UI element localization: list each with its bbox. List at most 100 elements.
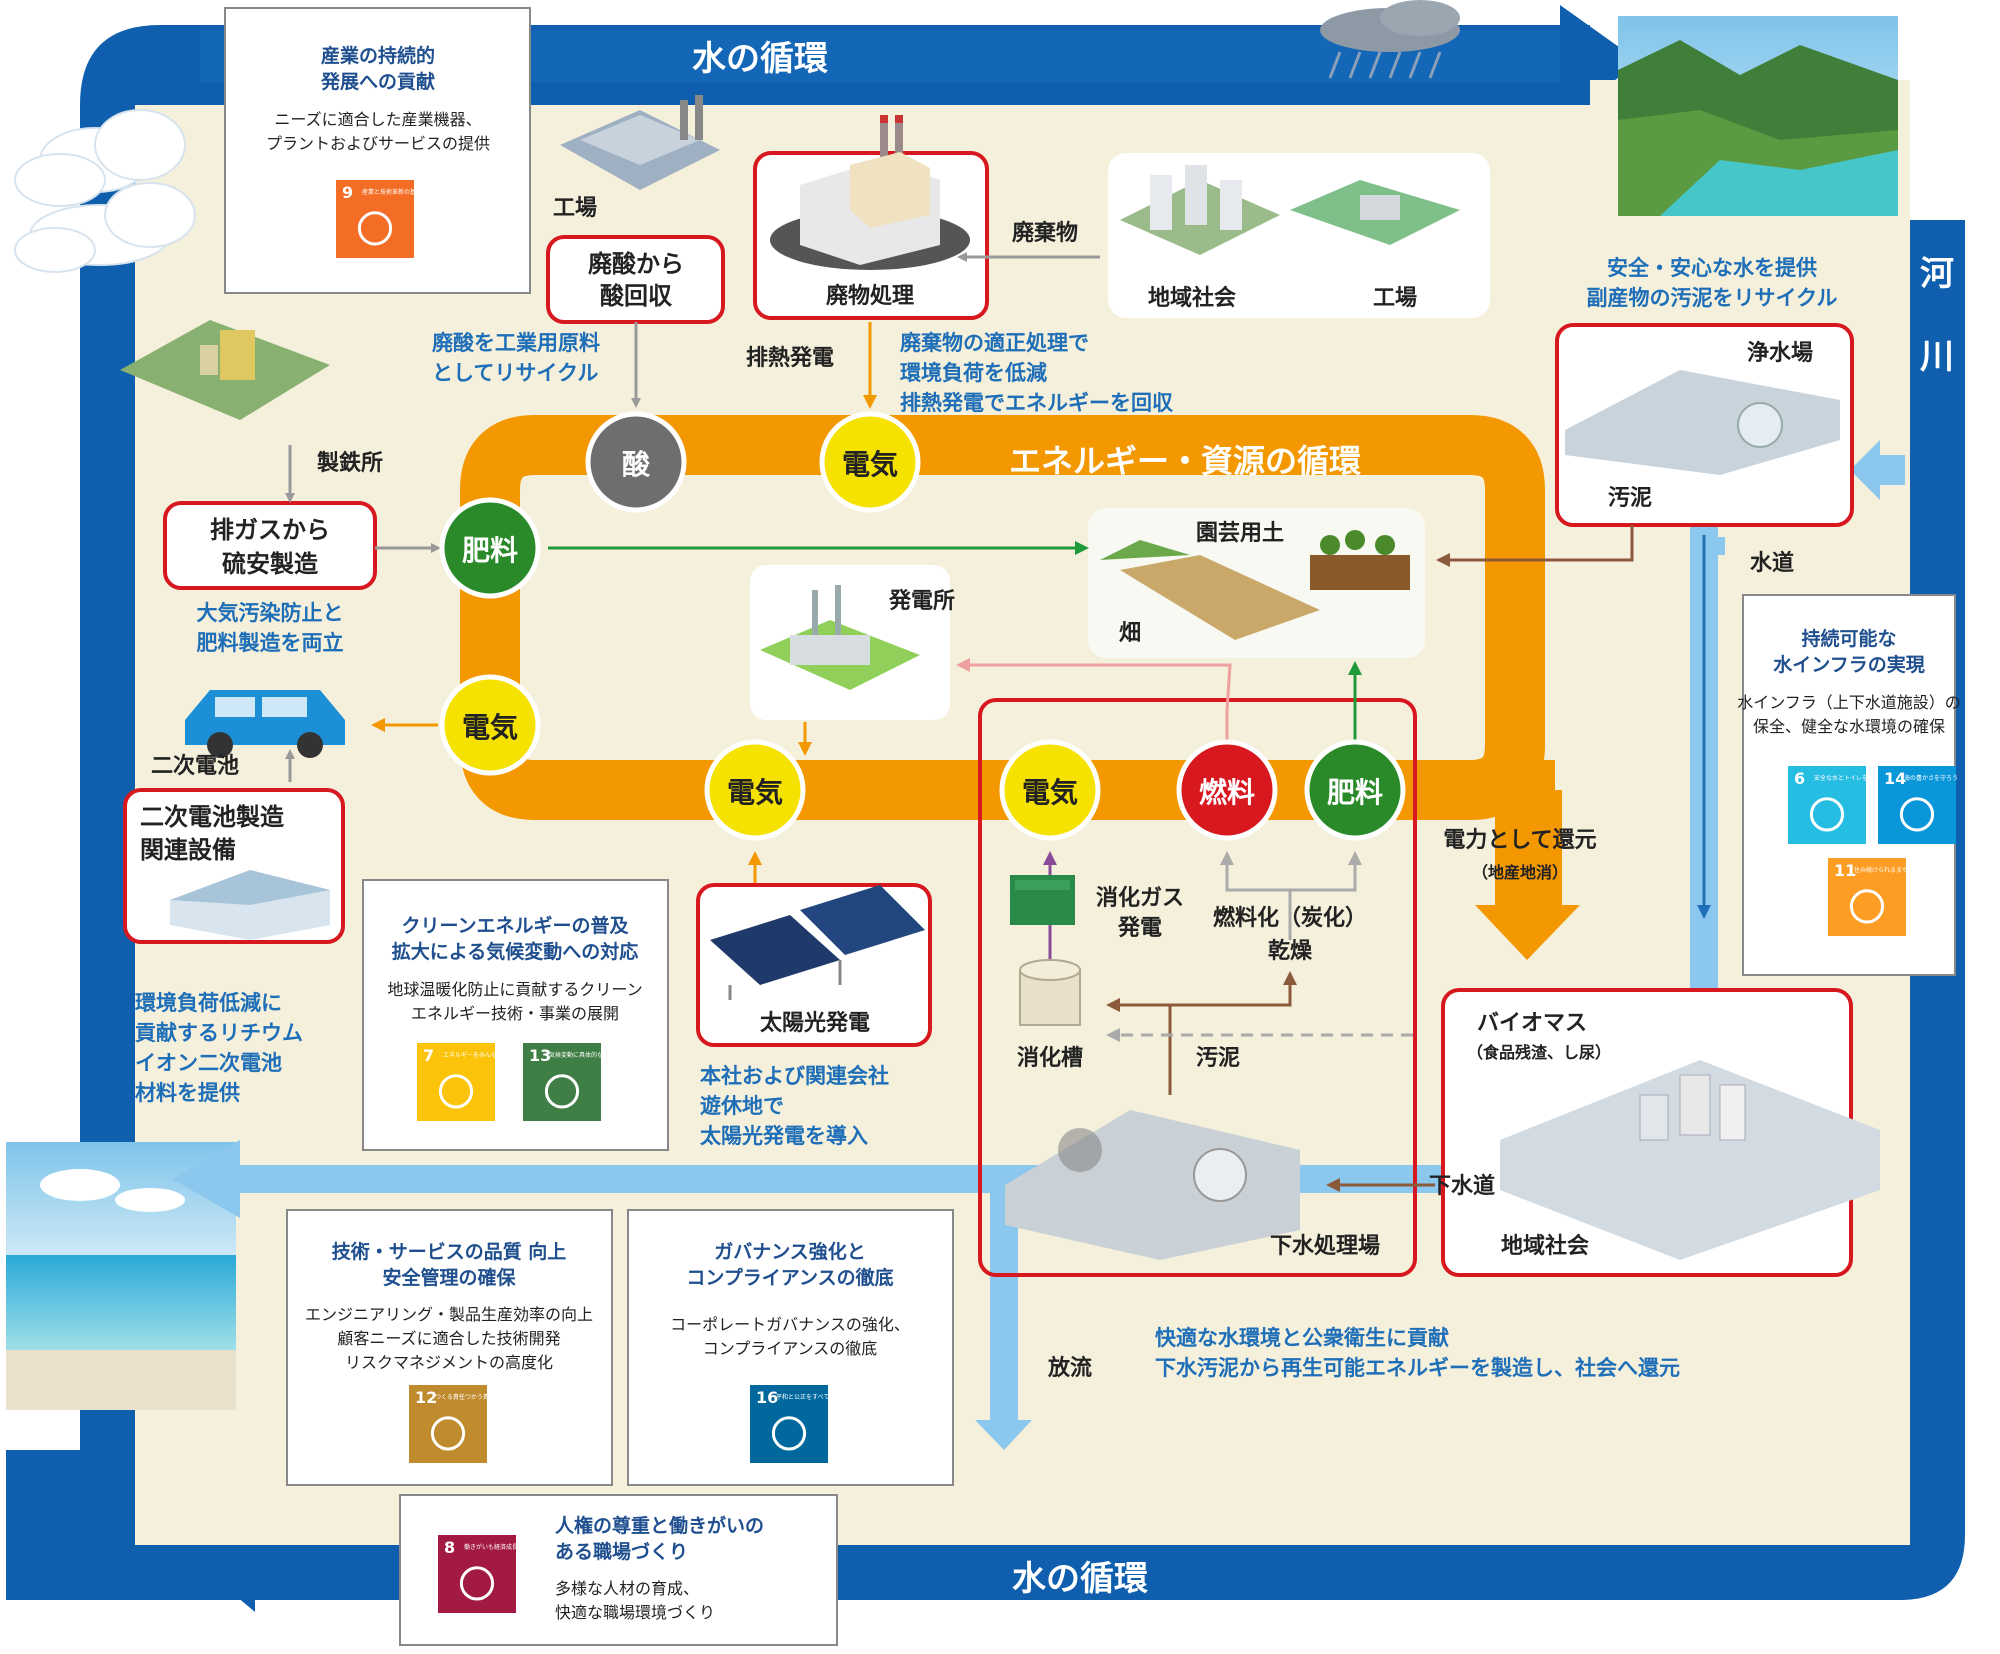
ammonium-sulfate-box[interactable]: 排ガスから 硫安製造 <box>163 501 377 590</box>
svg-text:地球温暖化防止に貢献するクリーン: 地球温暖化防止に貢献するクリーン <box>387 980 642 999</box>
node-acid[interactable]: 酸 <box>585 411 687 513</box>
sdg-6-caption: 安全な水とトイレを世界中に <box>1814 774 1892 782</box>
water-cycle-top-title: 水の循環 <box>692 39 828 79</box>
svg-text:電気: 電気 <box>462 711 518 744</box>
node-fuel[interactable]: 燃料 <box>1176 739 1278 841</box>
node-fertilizer-left[interactable]: 肥料 <box>439 497 541 599</box>
evaporation-label: 蒸発 <box>20 331 65 356</box>
svg-text:ニーズに適合した産業機器、: ニーズに適合した産業機器、 <box>274 110 481 129</box>
sdg-7-number: 7 <box>423 1046 434 1065</box>
steelworks-label: 製鉄所 <box>316 450 383 476</box>
sewage-plant-box[interactable]: 下水処理場 <box>978 698 1417 1277</box>
svg-text:（食品残渣、し尿）: （食品残渣、し尿） <box>1467 1043 1611 1062</box>
note-sewage-1: 快適な水環境と公衆衛生に貢献 <box>1155 1326 1449 1350</box>
waste-treatment-box[interactable]: 廃物処理 <box>753 115 989 320</box>
svg-text:エネルギー技術・事業の展開: エネルギー技術・事業の展開 <box>411 1004 619 1023</box>
svg-text:プラントおよびサービスの提供: プラントおよびサービスの提供 <box>266 134 490 153</box>
exhaust-power-label: 排熱発電 <box>746 345 834 371</box>
svg-text:持続可能な: 持続可能な <box>1801 627 1896 650</box>
digester-icon <box>1019 959 1081 1026</box>
svg-text:電気: 電気 <box>1022 776 1078 809</box>
local-production-label: （地産地消） <box>1472 863 1568 882</box>
svg-text:安全管理の確保: 安全管理の確保 <box>382 1266 516 1289</box>
svg-text:水インフラ（上下水道施設）の: 水インフラ（上下水道施設）の <box>1737 693 1961 712</box>
note-air-2: 肥料製造を両立 <box>197 631 344 655</box>
factory-source-icon <box>1290 180 1460 245</box>
factory-icon <box>560 95 720 190</box>
acid-recovery-box[interactable]: 廃酸から 酸回収 <box>546 235 725 324</box>
sdg-6-icon: 6 安全な水とトイレを世界中に <box>1788 766 1892 844</box>
svg-text:電気: 電気 <box>727 776 783 809</box>
sea-photo <box>6 1142 236 1410</box>
flow-arrows <box>285 252 1634 1192</box>
battery-factory-icon <box>170 870 330 940</box>
svg-text:エンジニアリング・製品生産効率の向上: エンジニアリング・製品生産効率の向上 <box>305 1305 593 1324</box>
note-battery-3: イオン二次電池 <box>135 1051 282 1075</box>
node-electricity-top[interactable]: 電気 <box>819 411 921 513</box>
svg-text:硫安製造: 硫安製造 <box>222 550 318 578</box>
biomass-box[interactable]: バイオマス （食品残渣、し尿） 地域社会 <box>1441 988 1880 1277</box>
svg-text:下水処理場: 下水処理場 <box>1270 1233 1380 1259</box>
note-battery-1: 環境負荷低減に <box>135 991 282 1015</box>
svg-text:人権の尊重と働きがいの: 人権の尊重と働きがいの <box>555 1514 764 1537</box>
factory2-label: 工場 <box>1373 286 1417 311</box>
node-electricity-left[interactable]: 電気 <box>439 674 541 776</box>
sewage-plant-icon <box>1005 1110 1300 1260</box>
note-waste-1: 廃棄物の適正処理で <box>900 331 1089 355</box>
power-return-label: 電力として還元 <box>1443 828 1596 853</box>
svg-text:バイオマス: バイオマス <box>1477 1011 1587 1036</box>
svg-text:多様な人材の育成、: 多様な人材の育成、 <box>555 1579 699 1598</box>
community-source-box <box>1108 153 1490 318</box>
purification-plant-box[interactable]: 浄水場 汚泥 <box>1555 323 1854 527</box>
sdg-14-caption: 海の豊かさを守ろう <box>1904 774 1958 782</box>
svg-text:排ガスから: 排ガスから <box>210 516 330 544</box>
carbonize-label-1: 燃料化（炭化） <box>1213 905 1367 931</box>
water-supply-label: 水道 <box>1750 550 1794 576</box>
svg-text:電気: 電気 <box>842 448 898 481</box>
note-air-1: 大気汚染防止と <box>197 601 344 625</box>
sdg-11-caption: 住み続けられるまちづくりを <box>1854 866 1932 874</box>
solar-panel-icon <box>710 885 925 1000</box>
river-label-1: 河 <box>1920 254 1954 294</box>
steelworks-icon <box>120 320 330 420</box>
svg-text:園芸用土: 園芸用土 <box>1196 520 1284 546</box>
battery-equipment-box[interactable]: 二次電池製造 関連設備 <box>123 788 345 944</box>
sdg-12-caption: つくる責任つかう責任 <box>435 1393 495 1401</box>
energy-cycle-title: エネルギー・資源の循環 <box>1009 442 1361 480</box>
note-sewage-2: 下水汚泥から再生可能エネルギーを製造し、社会へ還元 <box>1155 1356 1680 1380</box>
svg-text:クリーンエネルギーの普及: クリーンエネルギーの普及 <box>401 914 629 937</box>
rain-cloud-icon <box>1320 0 1460 79</box>
note-acid-2: としてリサイクル <box>432 361 598 385</box>
svg-text:浄水場: 浄水場 <box>1747 340 1813 366</box>
svg-text:発展への貢献: 発展への貢献 <box>320 70 435 93</box>
sludge-label: 汚泥 <box>1196 1046 1240 1071</box>
info-clean-energy-box: クリーンエネルギーの普及 拡大による気候変動への対応 地球温暖化防止に貢献するク… <box>362 879 669 1151</box>
svg-text:顧客ニーズに適合した技術開発: 顧客ニーズに適合した技術開発 <box>337 1329 560 1348</box>
svg-text:畑: 畑 <box>1119 621 1141 646</box>
sdg-16-number: 16 <box>756 1388 778 1407</box>
node-electricity-bottom[interactable]: 電気 <box>704 739 806 841</box>
sdg-9-caption: 産業と技術革新の基盤をつくろう <box>362 188 452 196</box>
sdg-6-number: 6 <box>1794 769 1805 788</box>
discharge-label: 放流 <box>1047 1355 1092 1381</box>
node-fertilizer-right[interactable]: 肥料 <box>1304 739 1406 841</box>
digest-gas-label-1: 消化ガス <box>1096 885 1184 911</box>
svg-text:廃物処理: 廃物処理 <box>826 283 914 309</box>
svg-text:廃酸から: 廃酸から <box>588 250 684 278</box>
note-acid-1: 廃酸を工業用原料 <box>432 331 600 355</box>
field-icon <box>1100 530 1410 640</box>
svg-text:発電所: 発電所 <box>888 589 955 614</box>
svg-text:肥料: 肥料 <box>1327 776 1383 809</box>
svg-text:コーポレートガバナンスの強化、: コーポレートガバナンスの強化、 <box>670 1315 910 1334</box>
node-electricity-digest[interactable]: 電気 <box>999 739 1101 841</box>
solar-box[interactable]: 太陽光発電 <box>696 883 932 1047</box>
note-water-2: 副産物の汚泥をリサイクル <box>1587 286 1838 310</box>
